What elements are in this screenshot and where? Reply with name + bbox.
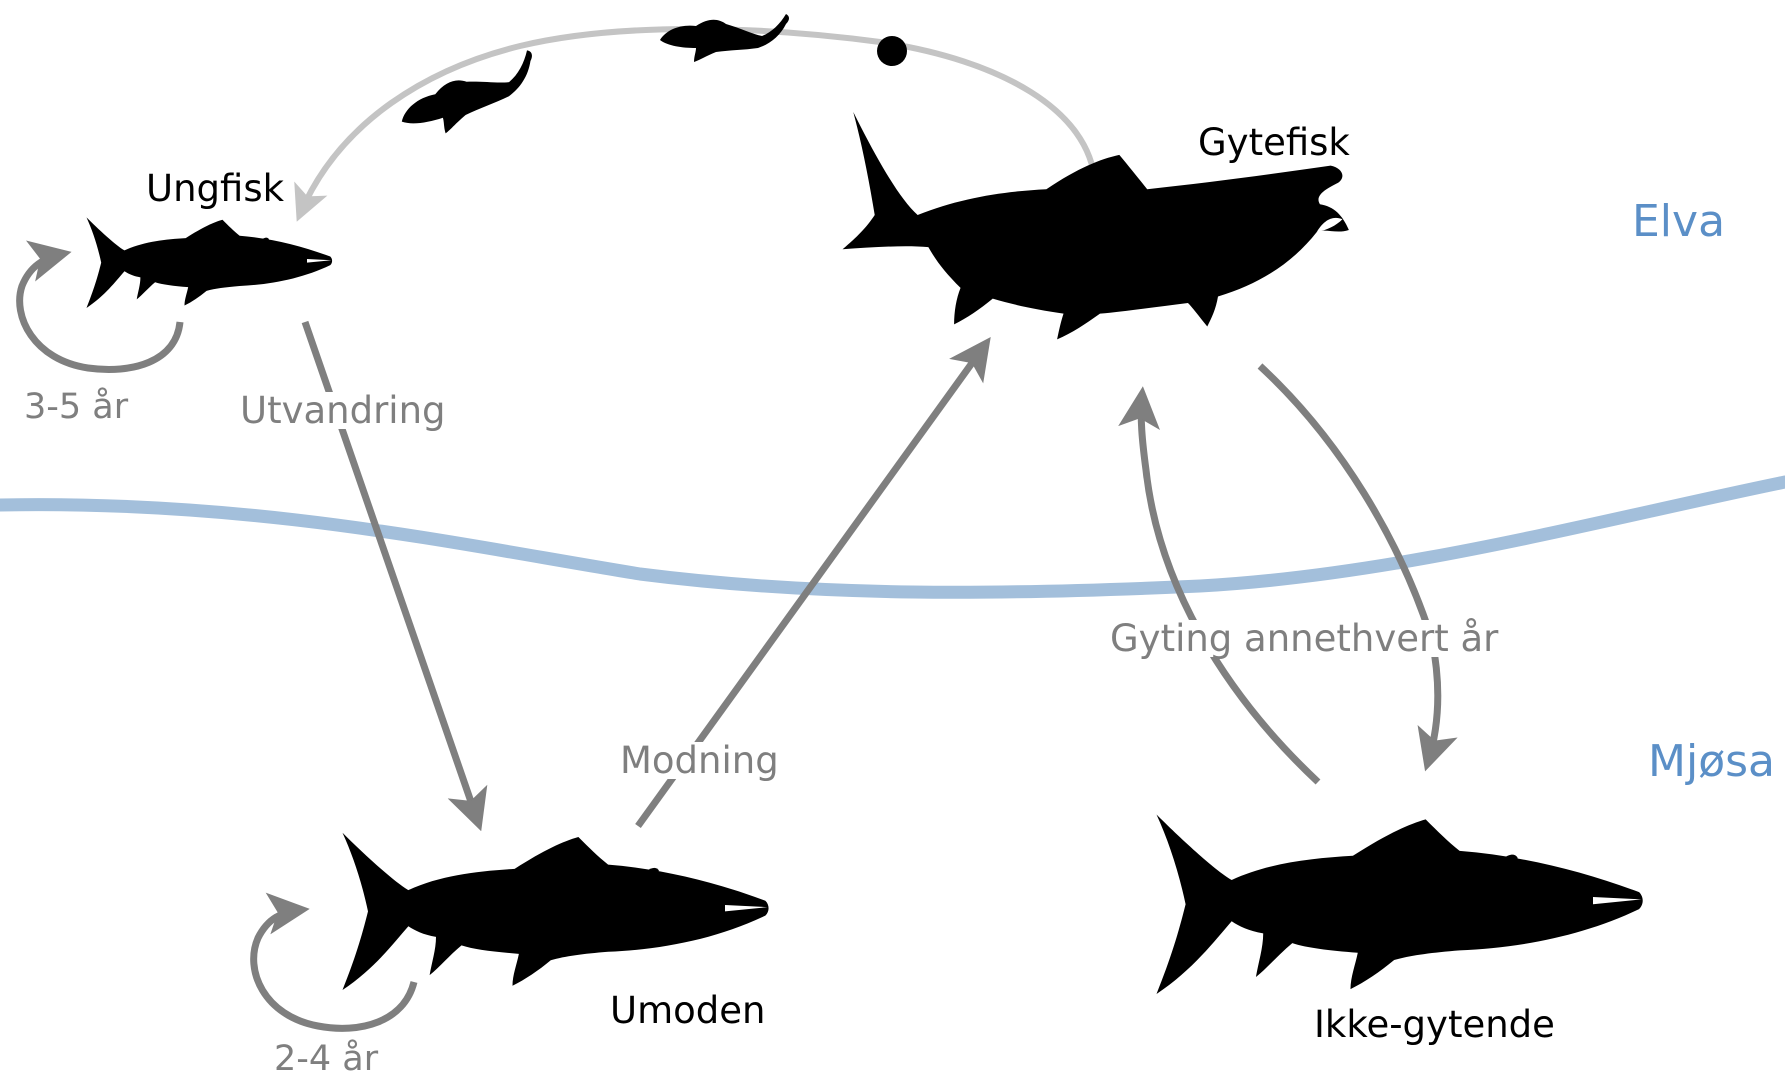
fry-silhouette-2 xyxy=(660,14,789,62)
spawner-label: Gytefisk xyxy=(1198,124,1350,161)
juvenile-fish xyxy=(87,217,333,308)
juvenile-years-label: 3-5 år xyxy=(24,390,128,425)
immature-fish xyxy=(343,833,769,990)
river-zone-label: Elva xyxy=(1632,200,1725,244)
maturation-label: Modning xyxy=(616,742,783,779)
lake-zone-label: Mjøsa xyxy=(1648,740,1775,784)
immature-label: Umoden xyxy=(610,992,765,1029)
migration-label: Utvandring xyxy=(236,392,450,429)
juvenile-label: Ungfisk xyxy=(146,170,284,207)
immature-years-label: 2-4 år xyxy=(274,1042,378,1077)
water-line xyxy=(0,482,1785,592)
alternate-spawning-label: Gyting annethvert år xyxy=(1106,620,1502,657)
non-spawning-label: Ikke-gytende xyxy=(1314,1006,1555,1043)
non-spawning-fish xyxy=(1157,815,1643,994)
egg-dot xyxy=(877,36,907,66)
